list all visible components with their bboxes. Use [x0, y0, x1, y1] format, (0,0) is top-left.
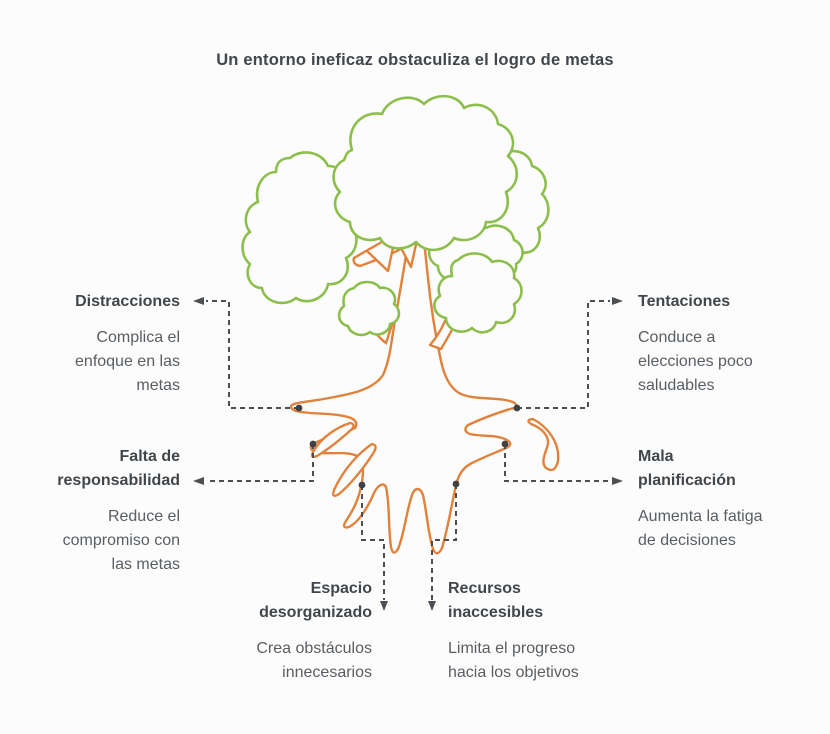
connector-dot: [295, 404, 303, 412]
arrow-left-icon: [193, 297, 204, 305]
connector-distracciones-line: [206, 300, 299, 409]
arrow-down-icon: [380, 601, 388, 611]
label-espacio-desorganizado: Espacio desorganizado Crea obstáculos in…: [212, 577, 372, 685]
label-recursos-inaccesibles: Recursos inaccesibles Limita el progreso…: [448, 577, 623, 685]
connector-dot: [309, 440, 317, 448]
label-body-espacio: Crea obstáculos innecesarios: [256, 640, 372, 681]
connector-espacio-line: [361, 485, 385, 600]
label-heading-distracciones: Distracciones: [75, 293, 180, 310]
label-distracciones: Distracciones Complica el enfoque en las…: [20, 290, 180, 398]
arrow-right-icon: [612, 297, 623, 305]
connector-falta-line: [206, 444, 314, 482]
label-heading-espacio: Espacio desorganizado: [259, 580, 372, 621]
connector-lines: [193, 297, 623, 611]
label-heading-recursos: Recursos inaccesibles: [448, 580, 544, 621]
arrow-right-icon: [612, 477, 623, 485]
label-body-falta: Reduce el compromiso con las metas: [62, 508, 180, 573]
connector-dot: [513, 404, 521, 412]
connector-recursos-line: [431, 484, 457, 600]
arrow-down-icon: [428, 601, 436, 611]
label-tentaciones: Tentaciones Conduce a elecciones poco sa…: [638, 290, 813, 398]
label-body-distracciones: Complica el enfoque en las metas: [75, 329, 180, 394]
connector-mala-line: [504, 444, 610, 482]
page-title: Un entorno ineficaz obstaculiza el logro…: [216, 51, 614, 69]
label-heading-mala: Mala planificación: [638, 448, 736, 489]
arrow-left-icon: [193, 477, 204, 485]
label-body-recursos: Limita el progreso hacia los objetivos: [448, 640, 579, 681]
label-mala-planificacion: Mala planificación Aumenta la fatiga de …: [638, 445, 813, 553]
tree-canopy-icon: [241, 94, 550, 337]
connector-dot: [358, 481, 366, 489]
label-body-tentaciones: Conduce a elecciones poco saludables: [638, 329, 753, 394]
label-body-mala: Aumenta la fatiga de decisiones: [638, 508, 763, 549]
label-heading-tentaciones: Tentaciones: [638, 293, 731, 310]
label-falta-de-responsabilidad: Falta de responsabilidad Reduce el compr…: [20, 445, 180, 577]
connector-dot: [452, 480, 460, 488]
connector-dot: [501, 440, 509, 448]
label-heading-falta: Falta de responsabilidad: [57, 448, 180, 489]
connector-tentaciones-line: [517, 300, 610, 409]
